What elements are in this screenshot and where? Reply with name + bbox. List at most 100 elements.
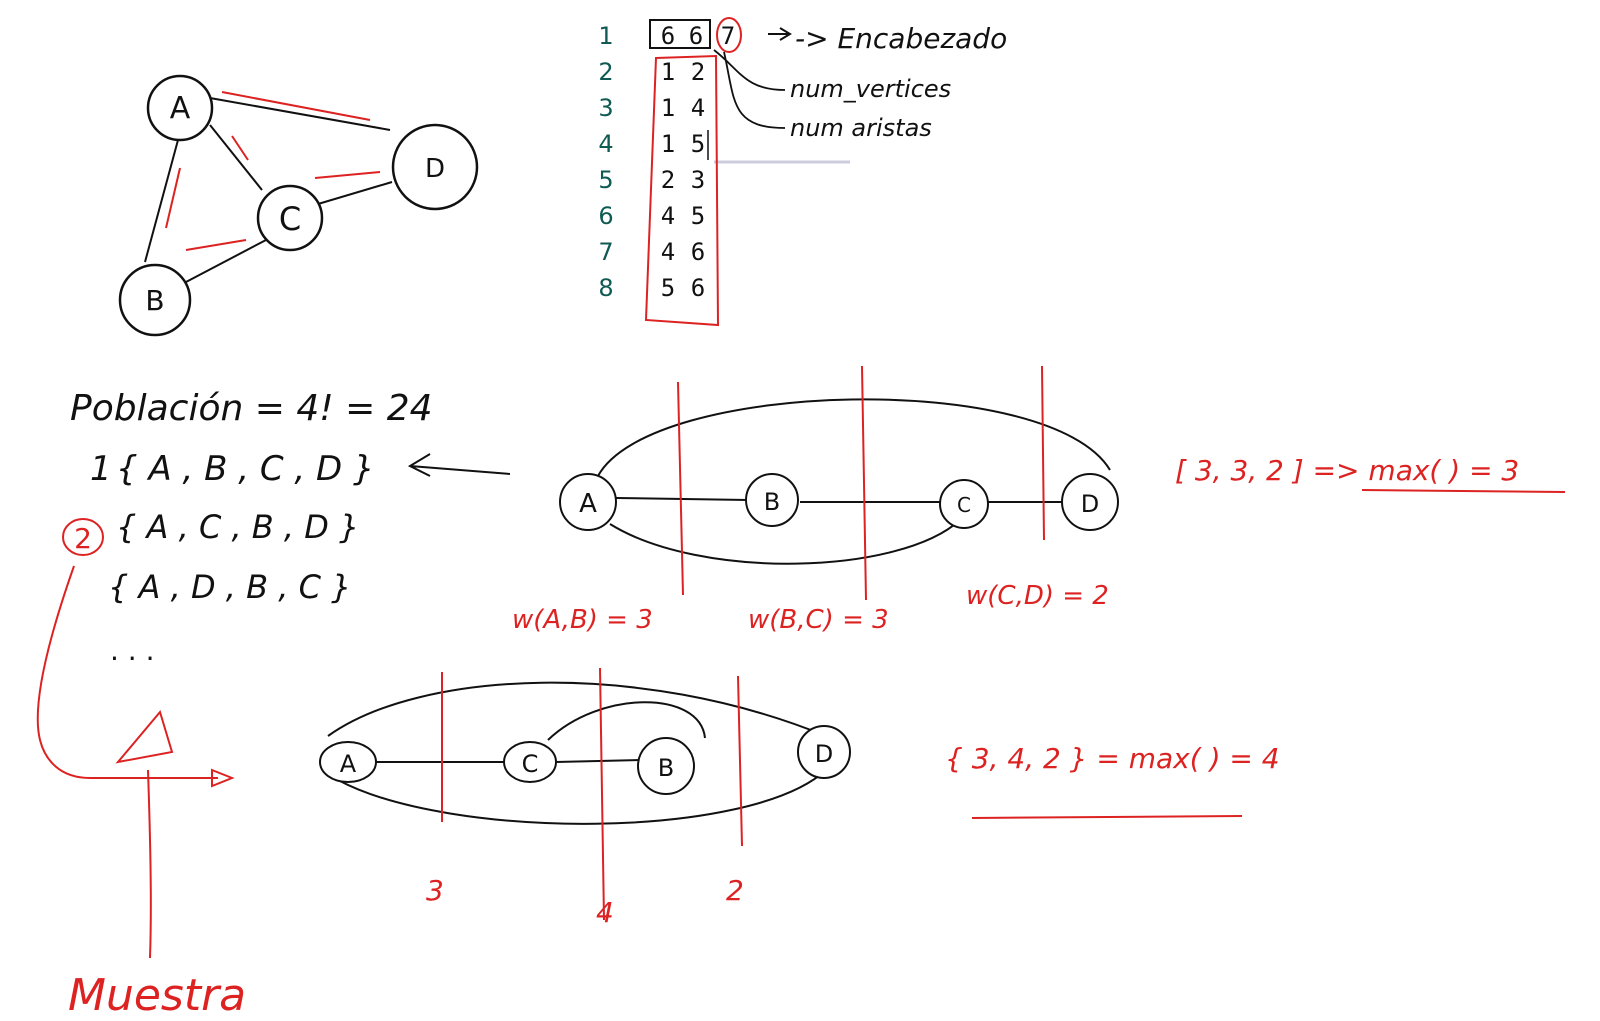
red-trace-ac bbox=[231, 135, 249, 161]
edge-a-b bbox=[615, 497, 749, 501]
edge-a-c bbox=[209, 124, 263, 191]
row-value: 5 bbox=[691, 202, 705, 230]
cut-label-1: 3 bbox=[426, 874, 444, 907]
node-c-label: C bbox=[279, 200, 301, 238]
cut-line-3 bbox=[737, 675, 743, 847]
red-trace-cd bbox=[314, 171, 381, 179]
cut-line-2 bbox=[861, 365, 867, 601]
row-value: 5 bbox=[691, 130, 705, 158]
header-box bbox=[649, 19, 711, 49]
row-value: 4 bbox=[691, 94, 705, 122]
connector-num-vertices bbox=[713, 49, 786, 91]
row-value: 6 bbox=[691, 274, 705, 302]
row-value: 1 bbox=[661, 94, 675, 122]
line-number: 6 bbox=[598, 202, 613, 230]
node-b-label: B bbox=[658, 754, 674, 782]
edge-list-bracket bbox=[644, 54, 720, 327]
line-number: 8 bbox=[598, 274, 613, 302]
node-b-label: B bbox=[145, 284, 164, 317]
header-annotation: -> Encabezado bbox=[795, 22, 1007, 55]
node-b bbox=[745, 473, 799, 527]
node-c bbox=[256, 184, 324, 252]
perm-2-circle bbox=[62, 518, 104, 556]
row-value: 5 bbox=[661, 274, 675, 302]
node-a bbox=[146, 74, 214, 142]
arrow-right-icon bbox=[211, 768, 235, 788]
edge-a-d bbox=[209, 97, 391, 131]
node-d-label: D bbox=[815, 740, 833, 768]
node-c bbox=[939, 479, 989, 529]
line-number: 4 bbox=[598, 130, 613, 158]
node-d bbox=[391, 123, 479, 211]
row-value: 2 bbox=[691, 58, 705, 86]
node-c-label: C bbox=[957, 493, 971, 517]
node-b bbox=[118, 263, 192, 337]
edge-c-d bbox=[317, 181, 393, 205]
row-value: 6 bbox=[691, 238, 705, 266]
layout-2-result: { 3, 4, 2 } = max( ) = 4 bbox=[945, 742, 1280, 775]
edge-c-b-arc bbox=[547, 701, 706, 741]
red-trace-ad bbox=[221, 91, 371, 121]
sample-stem bbox=[147, 769, 152, 959]
edges-count-circle bbox=[716, 17, 742, 53]
node-a-label: A bbox=[170, 91, 191, 126]
weight-ab: w(A,B) = 3 bbox=[512, 605, 653, 635]
row-value: 4 bbox=[661, 202, 675, 230]
file-listing: 1 2 3 4 5 6 7 8 6 6 7 1 2 1 4 1 5 2 3 4 … bbox=[598, 17, 1007, 327]
connector-num-aristas bbox=[723, 51, 786, 129]
weight-cd: w(C,D) = 2 bbox=[966, 581, 1109, 611]
layout-1-result: [ 3, 3, 2 ] => max( ) = 3 bbox=[1175, 454, 1519, 487]
row-value: 2 bbox=[661, 166, 675, 194]
cut-line-1 bbox=[677, 381, 684, 596]
header-value: 6 bbox=[661, 22, 675, 50]
row-value: 1 bbox=[661, 58, 675, 86]
perm-1: { A , B , C , D } bbox=[116, 449, 375, 489]
node-b-label: B bbox=[764, 488, 780, 516]
edge-a-d-arc bbox=[597, 398, 1111, 477]
node-d bbox=[1061, 473, 1119, 531]
sample-label: Muestra bbox=[68, 970, 246, 1021]
node-d-label: D bbox=[425, 154, 445, 184]
node-a bbox=[319, 741, 377, 783]
perm-2-number: 2 bbox=[74, 522, 92, 555]
node-a-label: A bbox=[340, 750, 357, 778]
sample-block: Muestra bbox=[36, 565, 246, 1021]
node-a bbox=[559, 473, 617, 531]
perm-2: { A , C , B , D } bbox=[116, 508, 359, 546]
sample-triangle-icon bbox=[115, 709, 174, 764]
population-block: Población = 4! = 24 1 { A , B , C , D } … bbox=[62, 388, 511, 667]
line-number: 1 bbox=[598, 22, 613, 50]
line-number: 3 bbox=[598, 94, 613, 122]
edge-a-b bbox=[144, 139, 179, 263]
arrow-left-icon bbox=[407, 453, 511, 477]
num-vertices-annotation: num_vertices bbox=[790, 75, 951, 103]
input-graph: A B C D bbox=[118, 74, 479, 337]
row-value: 4 bbox=[661, 238, 675, 266]
cut-line-3 bbox=[1041, 365, 1045, 541]
node-c bbox=[503, 741, 557, 783]
cut-label-3: 2 bbox=[726, 874, 744, 907]
edge-a-d-arc bbox=[327, 681, 827, 737]
arrow-icon bbox=[768, 27, 792, 41]
node-c-label: C bbox=[522, 750, 539, 778]
edge-c-b bbox=[555, 759, 641, 763]
population-formula: Población = 4! = 24 bbox=[70, 388, 433, 429]
perm-1-number: 1 bbox=[90, 449, 112, 489]
layout-2: A C B D 3 4 2 { 3, 4, 2 } = max( ) = 4 bbox=[319, 667, 1280, 929]
header-value: 6 bbox=[689, 22, 703, 50]
red-trace-bc bbox=[185, 239, 247, 251]
layout-1: A B C D w(A,B) = 3 w(B,C) = 3 w(C,D) = 2… bbox=[512, 365, 1566, 635]
edge-a-d-lower-arc bbox=[337, 769, 827, 825]
cut-line-2 bbox=[599, 667, 605, 921]
line-number: 5 bbox=[598, 166, 613, 194]
row-value: 1 bbox=[661, 130, 675, 158]
result-underline bbox=[1361, 489, 1566, 493]
result-underline bbox=[971, 815, 1243, 819]
line-number: 2 bbox=[598, 58, 613, 86]
edge-b-c bbox=[185, 239, 267, 283]
node-d bbox=[797, 725, 851, 779]
red-trace-ab bbox=[165, 167, 181, 229]
ellipsis: . . . bbox=[110, 634, 155, 667]
node-d-label: D bbox=[1081, 490, 1099, 518]
